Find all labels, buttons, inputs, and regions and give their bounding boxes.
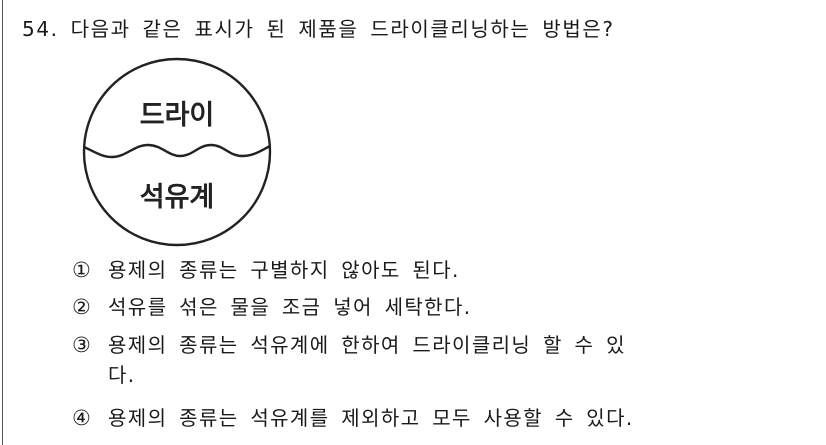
option-text: 용제의 종류는 석유계에 한하여 드라이클리닝 할 수 있	[108, 333, 626, 357]
option-text: 석유를 섞은 물을 조금 넣어 세탁한다.	[108, 295, 472, 319]
care-label-circle	[82, 57, 272, 247]
dry-cleaning-petroleum-icon: 드라이 석유계	[82, 57, 272, 247]
option-text: 용제의 종류는 구별하지 않아도 된다.	[108, 258, 460, 282]
option-marker: ①	[72, 258, 91, 282]
care-label-top-text: 드라이	[140, 100, 215, 131]
option-marker: ②	[72, 295, 91, 319]
option-text-continuation: 다.	[108, 363, 136, 387]
answer-option-1[interactable]: ① 용제의 종류는 구별하지 않아도 된다.	[72, 255, 460, 285]
care-label-bottom-text: 석유계	[140, 182, 215, 213]
care-label-wave-divider	[83, 143, 271, 159]
question-title: 54. 다음과 같은 표시가 된 제품을 드라이클리닝하는 방법은?	[22, 14, 615, 44]
answer-option-4[interactable]: ④ 용제의 종류는 석유계를 제외하고 모두 사용할 수 있다.	[72, 403, 634, 433]
question-text: 다음과 같은 표시가 된 제품을 드라이클리닝하는 방법은?	[70, 17, 615, 41]
question-number: 54.	[22, 17, 59, 41]
option-marker: ③	[72, 333, 91, 357]
answer-option-2[interactable]: ② 석유를 섞은 물을 조금 넣어 세탁한다.	[72, 292, 472, 322]
option-text: 용제의 종류는 석유계를 제외하고 모두 사용할 수 있다.	[108, 406, 634, 430]
answer-option-3[interactable]: ③ 용제의 종류는 석유계에 한하여 드라이클리닝 할 수 있 다.	[72, 330, 626, 387]
left-border-line	[2, 0, 3, 445]
option-marker: ④	[72, 406, 91, 430]
